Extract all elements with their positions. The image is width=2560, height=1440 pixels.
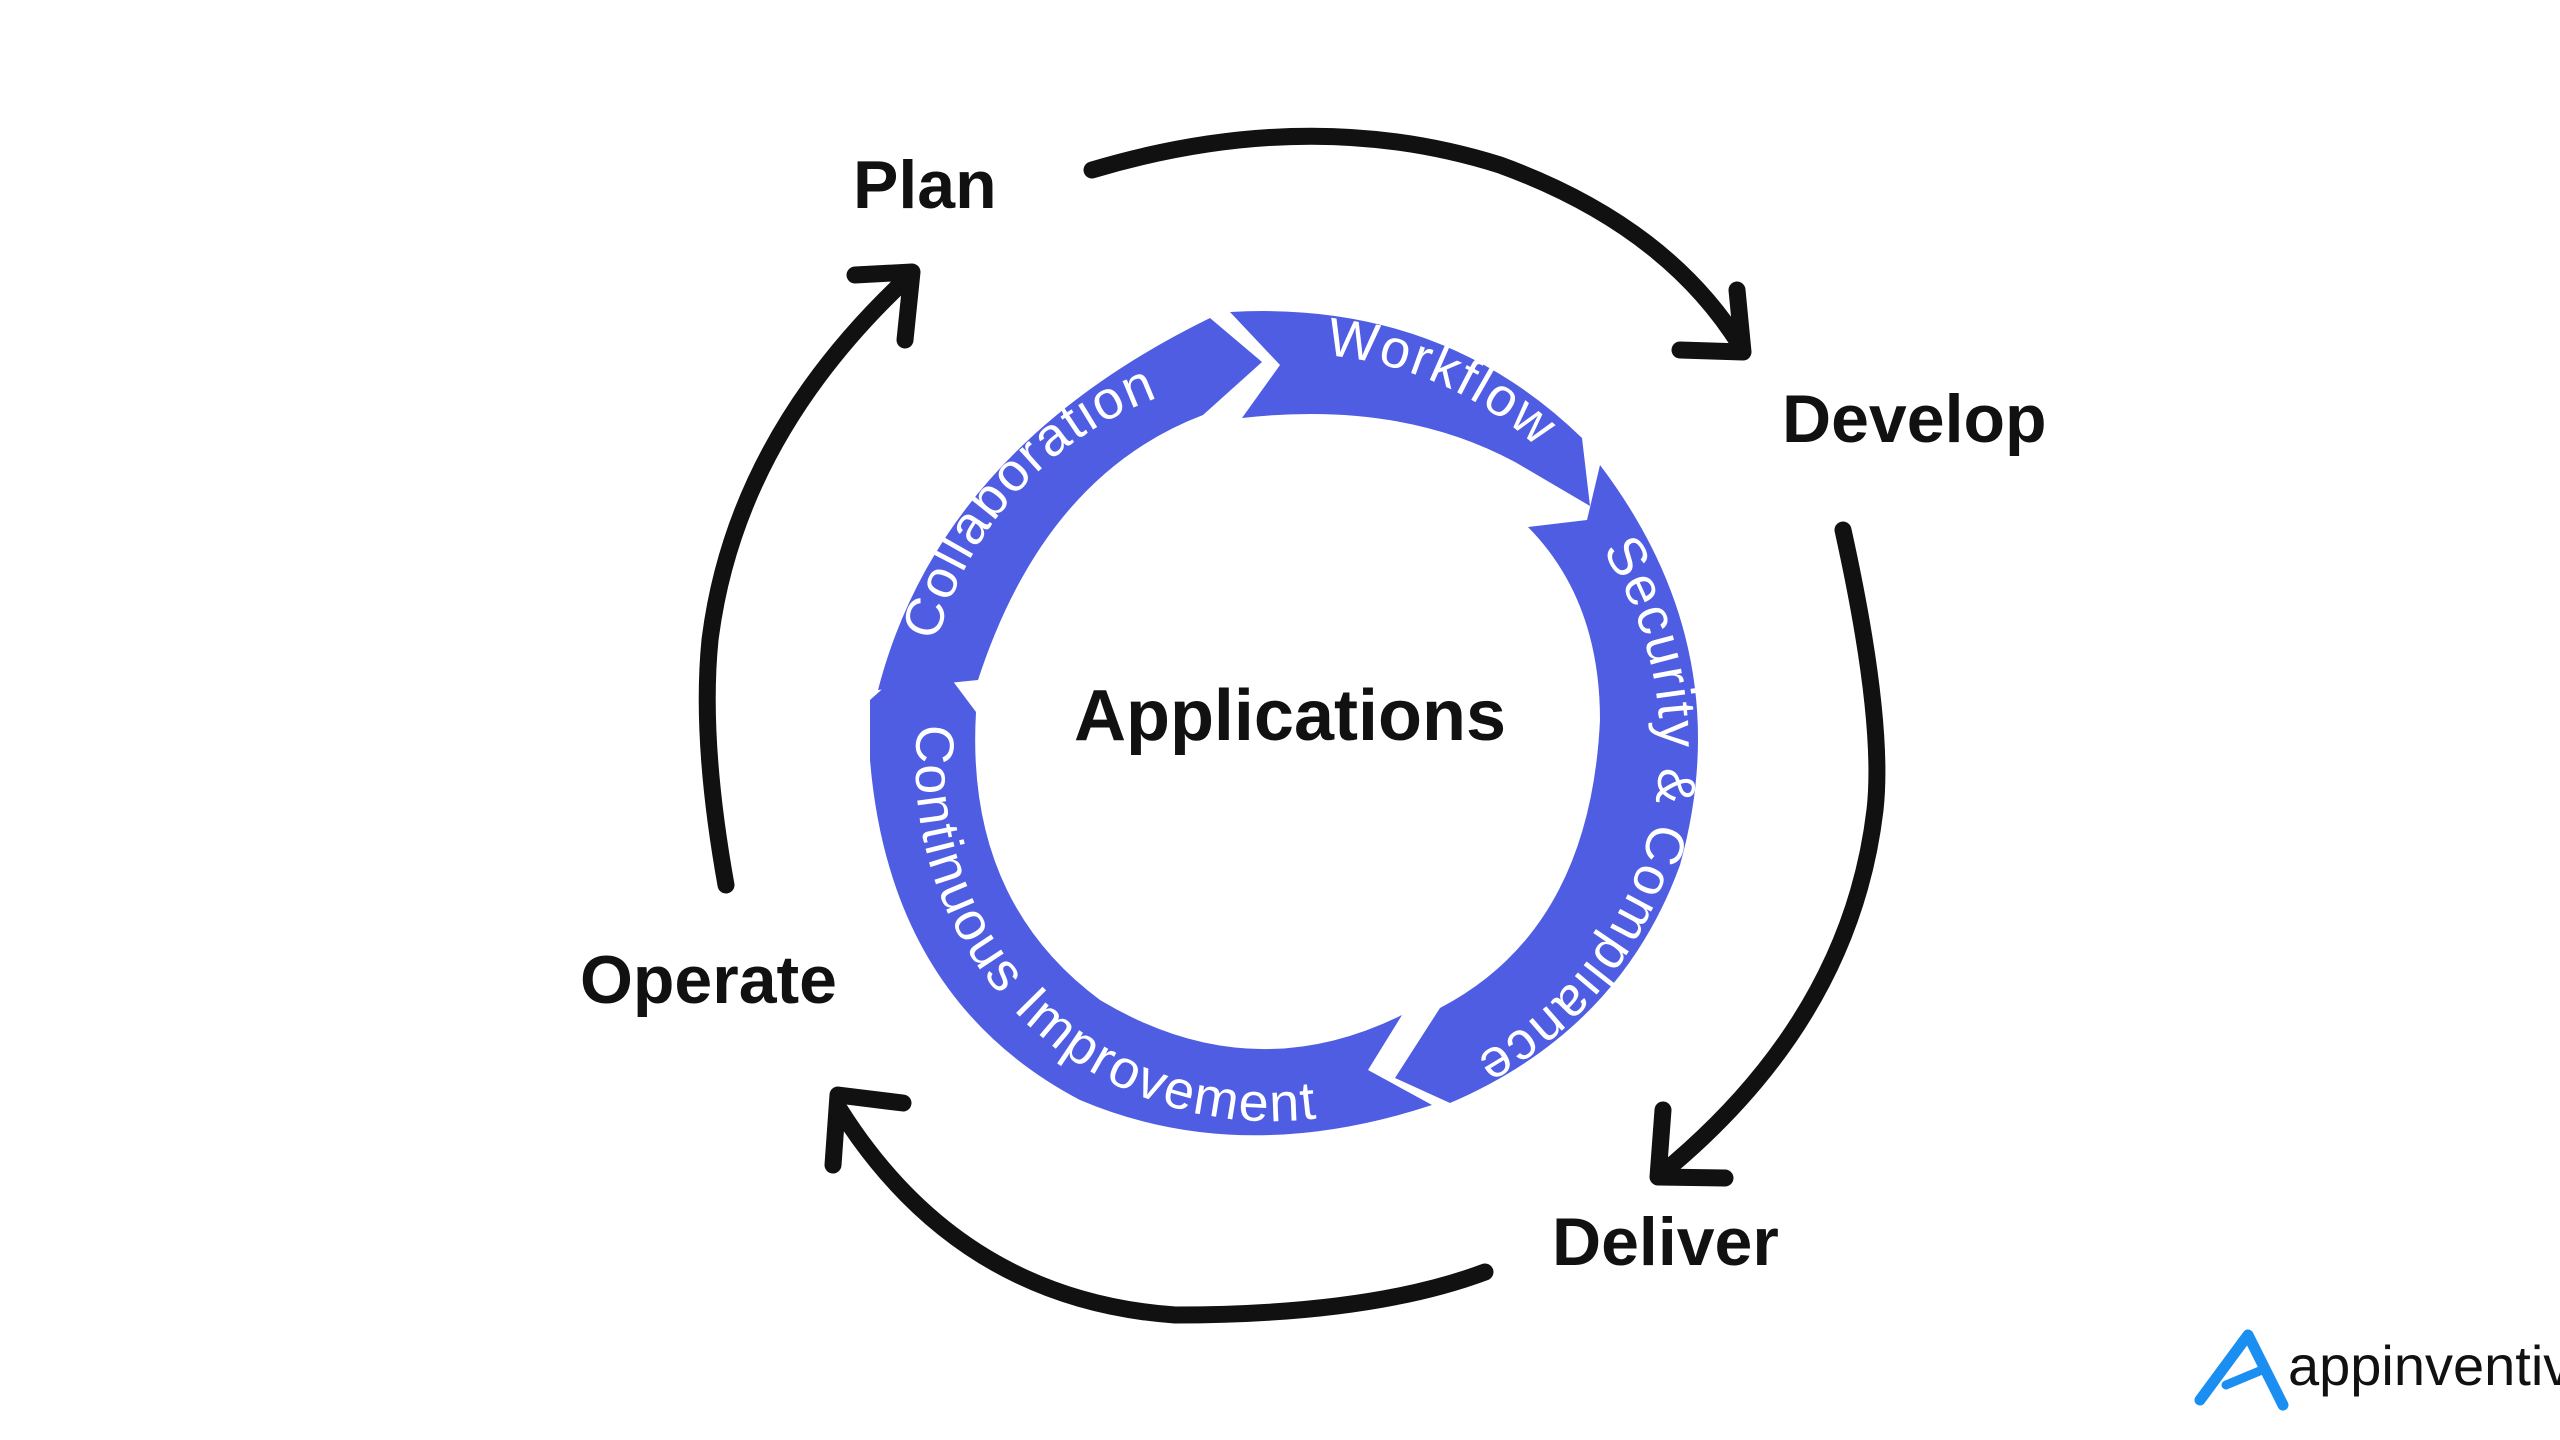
cycle-arrows <box>698 127 1886 1324</box>
arrow-deliver-to-operate <box>831 1101 1494 1324</box>
ring-segment-workflow <box>1230 311 1590 506</box>
logo-text: appinventiv <box>2288 1334 2560 1397</box>
arrow-plan-to-develop <box>1083 127 1749 354</box>
logo-mark-icon <box>2194 1329 2289 1411</box>
arrow-deliver-to-operate-head <box>824 1086 912 1174</box>
arrow-operate-to-plan <box>698 271 914 894</box>
logo-mark-inner-icon <box>2221 1365 2267 1390</box>
arrow-operate-to-plan-head <box>846 263 921 349</box>
stage-label-develop: Develop <box>1782 381 2047 457</box>
arrow-develop-to-deliver <box>1651 521 1886 1184</box>
ring-segment-improvement <box>870 648 1432 1136</box>
stage-label-plan: Plan <box>853 147 997 223</box>
ring-segment-security <box>1395 465 1698 1103</box>
ring-label-collaboration: Collaboration <box>891 352 1165 645</box>
center-label: Applications <box>1074 676 1506 756</box>
stage-label-operate: Operate <box>580 942 837 1018</box>
arrow-develop-to-deliver-head <box>1649 1101 1734 1187</box>
appinventiv-logo: appinventiv <box>2194 1329 2560 1411</box>
arrow-plan-to-develop-head <box>1671 281 1752 361</box>
ring <box>870 311 1698 1136</box>
stage-label-deliver: Deliver <box>1552 1204 1779 1280</box>
ring-segment-collaboration <box>878 318 1262 690</box>
